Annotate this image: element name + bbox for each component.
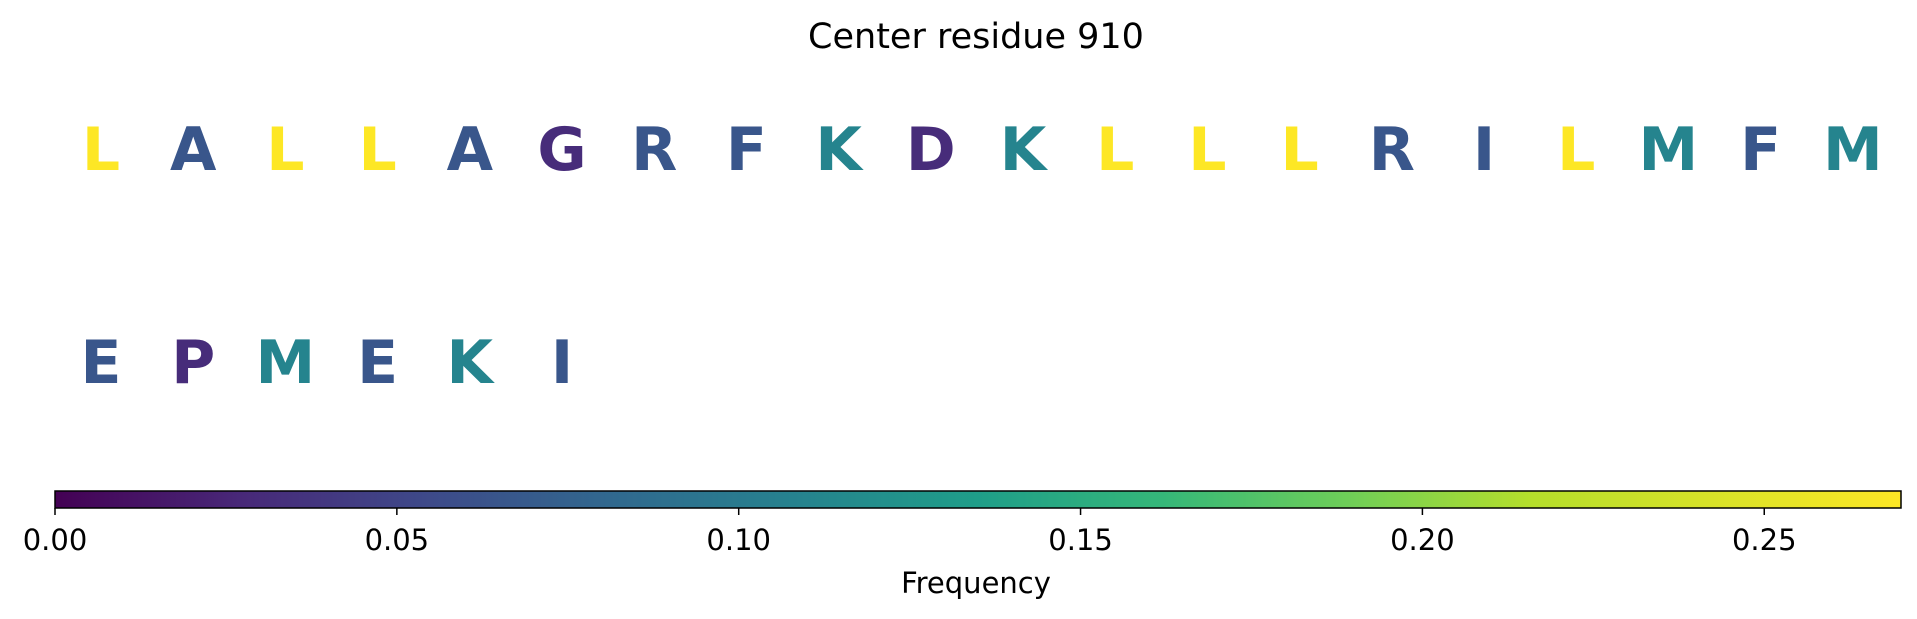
residue-letter: R [1369, 115, 1415, 185]
residue-letter: M [1639, 115, 1699, 185]
residue-letter: F [1740, 115, 1781, 185]
residue-letter: K [447, 328, 496, 398]
residue-letter: G [537, 115, 586, 185]
residue-letter: M [256, 328, 316, 398]
residue-letter: L [358, 115, 396, 185]
residue-letter: I [1473, 115, 1495, 185]
colorbar-tick-label: 0.10 [706, 523, 771, 557]
residue-letter: A [170, 115, 217, 185]
colorbar-gradient [54, 490, 1902, 509]
residue-letter: K [815, 115, 864, 185]
residue-letter: E [357, 328, 398, 398]
colorbar-tick-label: 0.00 [23, 523, 88, 557]
colorbar-tick-label: 0.20 [1390, 523, 1455, 557]
residue-letter: D [906, 115, 956, 185]
residue-letter: L [1096, 115, 1134, 185]
residue-letter: P [171, 328, 215, 398]
colorbar-tick-label: 0.25 [1732, 523, 1797, 557]
residue-letter: L [1188, 115, 1226, 185]
residue-letter: K [1000, 115, 1049, 185]
residue-letter: I [551, 328, 573, 398]
residue-letter: L [266, 115, 304, 185]
chart-title: Center residue 910 [808, 17, 1144, 57]
residue-letter: L [1280, 115, 1318, 185]
colorbar-tick-label: 0.15 [1048, 523, 1113, 557]
colorbar-tick-label: 0.05 [365, 523, 430, 557]
colorbar: 0.00 0.05 0.10 0.15 0.20 0.25 Frequency [23, 490, 1902, 600]
residue-letter: A [447, 115, 494, 185]
residue-letter: F [726, 115, 767, 185]
residue-letter: L [1557, 115, 1595, 185]
colorbar-ticks: 0.00 0.05 0.10 0.15 0.20 0.25 [23, 508, 1797, 557]
residue-letter: E [81, 328, 122, 398]
residue-letter: R [631, 115, 677, 185]
residue-letter: L [82, 115, 120, 185]
colorbar-label: Frequency [901, 566, 1051, 600]
residue-letter: M [1823, 115, 1883, 185]
